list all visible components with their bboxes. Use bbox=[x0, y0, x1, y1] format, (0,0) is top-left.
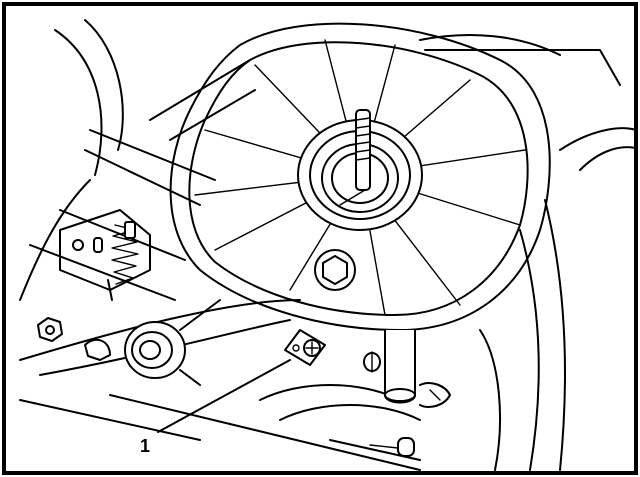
left-nut bbox=[37, 317, 63, 342]
wheel-rim bbox=[169, 22, 551, 331]
callout-leader-line bbox=[157, 359, 291, 433]
left-bracket bbox=[84, 338, 111, 361]
threaded-shaft bbox=[355, 109, 371, 191]
callout-number-1: 1 bbox=[140, 436, 150, 456]
pulley bbox=[124, 299, 221, 386]
pin bbox=[369, 437, 415, 457]
hex-bolt bbox=[314, 249, 356, 291]
callout-screw bbox=[284, 329, 326, 366]
small-screw bbox=[363, 351, 381, 373]
lower-post bbox=[384, 330, 451, 408]
spring-assembly bbox=[59, 209, 151, 301]
